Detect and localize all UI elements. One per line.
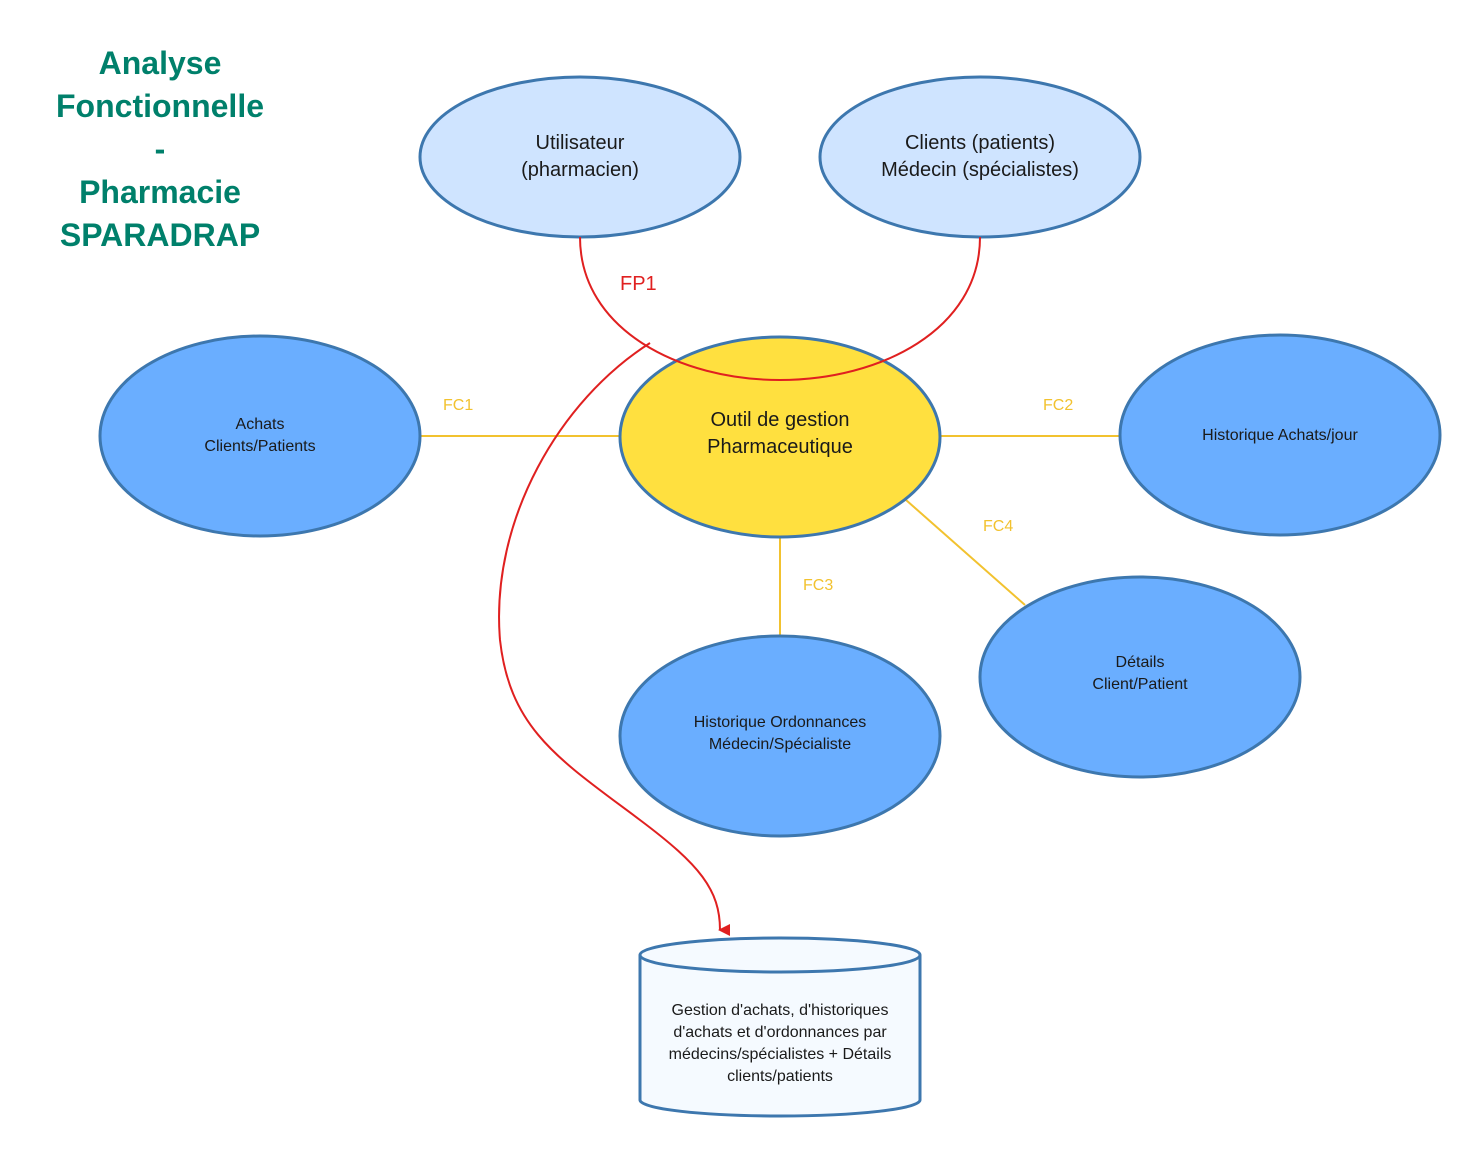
hist-achats-label: Historique Achats/jour <box>1140 396 1420 476</box>
database-label: Gestion d'achats, d'historiques d'achats… <box>645 994 915 1094</box>
achats-label: Achats Clients/Patients <box>130 396 390 476</box>
hist-ordo-node <box>618 634 942 838</box>
title-line: Analyse <box>98 45 222 81</box>
fc2-label: FC2 <box>1043 397 1074 414</box>
diagram-title: Analyse Fonctionnelle - Pharmacie SPARAD… <box>20 42 300 257</box>
details-node <box>978 575 1302 779</box>
details-label-line: Détails <box>1115 654 1165 671</box>
title-line: - <box>154 131 166 167</box>
fc4-line <box>905 499 1026 606</box>
clients-label: Clients (patients) Médecin (spécialistes… <box>830 117 1130 197</box>
hist-achats-label-line: Historique Achats/jour <box>1202 427 1358 444</box>
database-label-line: clients/patients <box>727 1068 833 1085</box>
database-label-line: d'achats et d'ordonnances par <box>673 1024 887 1041</box>
achats-node <box>98 334 422 538</box>
center-label: Outil de gestion Pharmaceutique <box>640 394 920 474</box>
fp1-label: FP1 <box>620 273 657 295</box>
clients-label-line: Clients (patients) <box>904 132 1056 154</box>
center-label-line: Outil de gestion <box>710 409 850 431</box>
fp1-arrow <box>498 342 731 936</box>
center-node <box>618 335 942 539</box>
details-label: Détails Client/Patient <box>1010 634 1270 714</box>
hist-ordo-label-line: Médecin/Spécialiste <box>708 736 852 753</box>
fc1-label: FC1 <box>443 397 474 414</box>
hist-ordo-label-line: Historique Ordonnances <box>693 714 867 731</box>
database-node <box>638 936 922 1118</box>
database-label-line: Gestion d'achats, d'historiques <box>671 1002 889 1019</box>
user-label-line: (pharmacien) <box>521 159 639 181</box>
title-line: Fonctionnelle <box>56 88 264 124</box>
achats-label-line: Clients/Patients <box>204 438 316 455</box>
details-label-line: Client/Patient <box>1092 676 1188 693</box>
title-line: Pharmacie <box>79 174 241 210</box>
achats-label-line: Achats <box>235 416 285 433</box>
fc3-label: FC3 <box>803 577 834 594</box>
fc4-label: FC4 <box>983 518 1014 535</box>
hist-ordo-label: Historique Ordonnances Médecin/Spécialis… <box>640 694 920 774</box>
user-label-line: Utilisateur <box>535 132 625 154</box>
fp1-curve <box>579 236 981 382</box>
clients-label-line: Médecin (spécialistes) <box>881 159 1079 181</box>
title-line: SPARADRAP <box>59 217 261 253</box>
center-label-line: Pharmaceutique <box>707 436 853 458</box>
database-label-line: médecins/spécialistes + Détails <box>668 1046 892 1063</box>
user-label: Utilisateur (pharmacien) <box>440 117 720 197</box>
hist-achats-node <box>1118 333 1442 537</box>
